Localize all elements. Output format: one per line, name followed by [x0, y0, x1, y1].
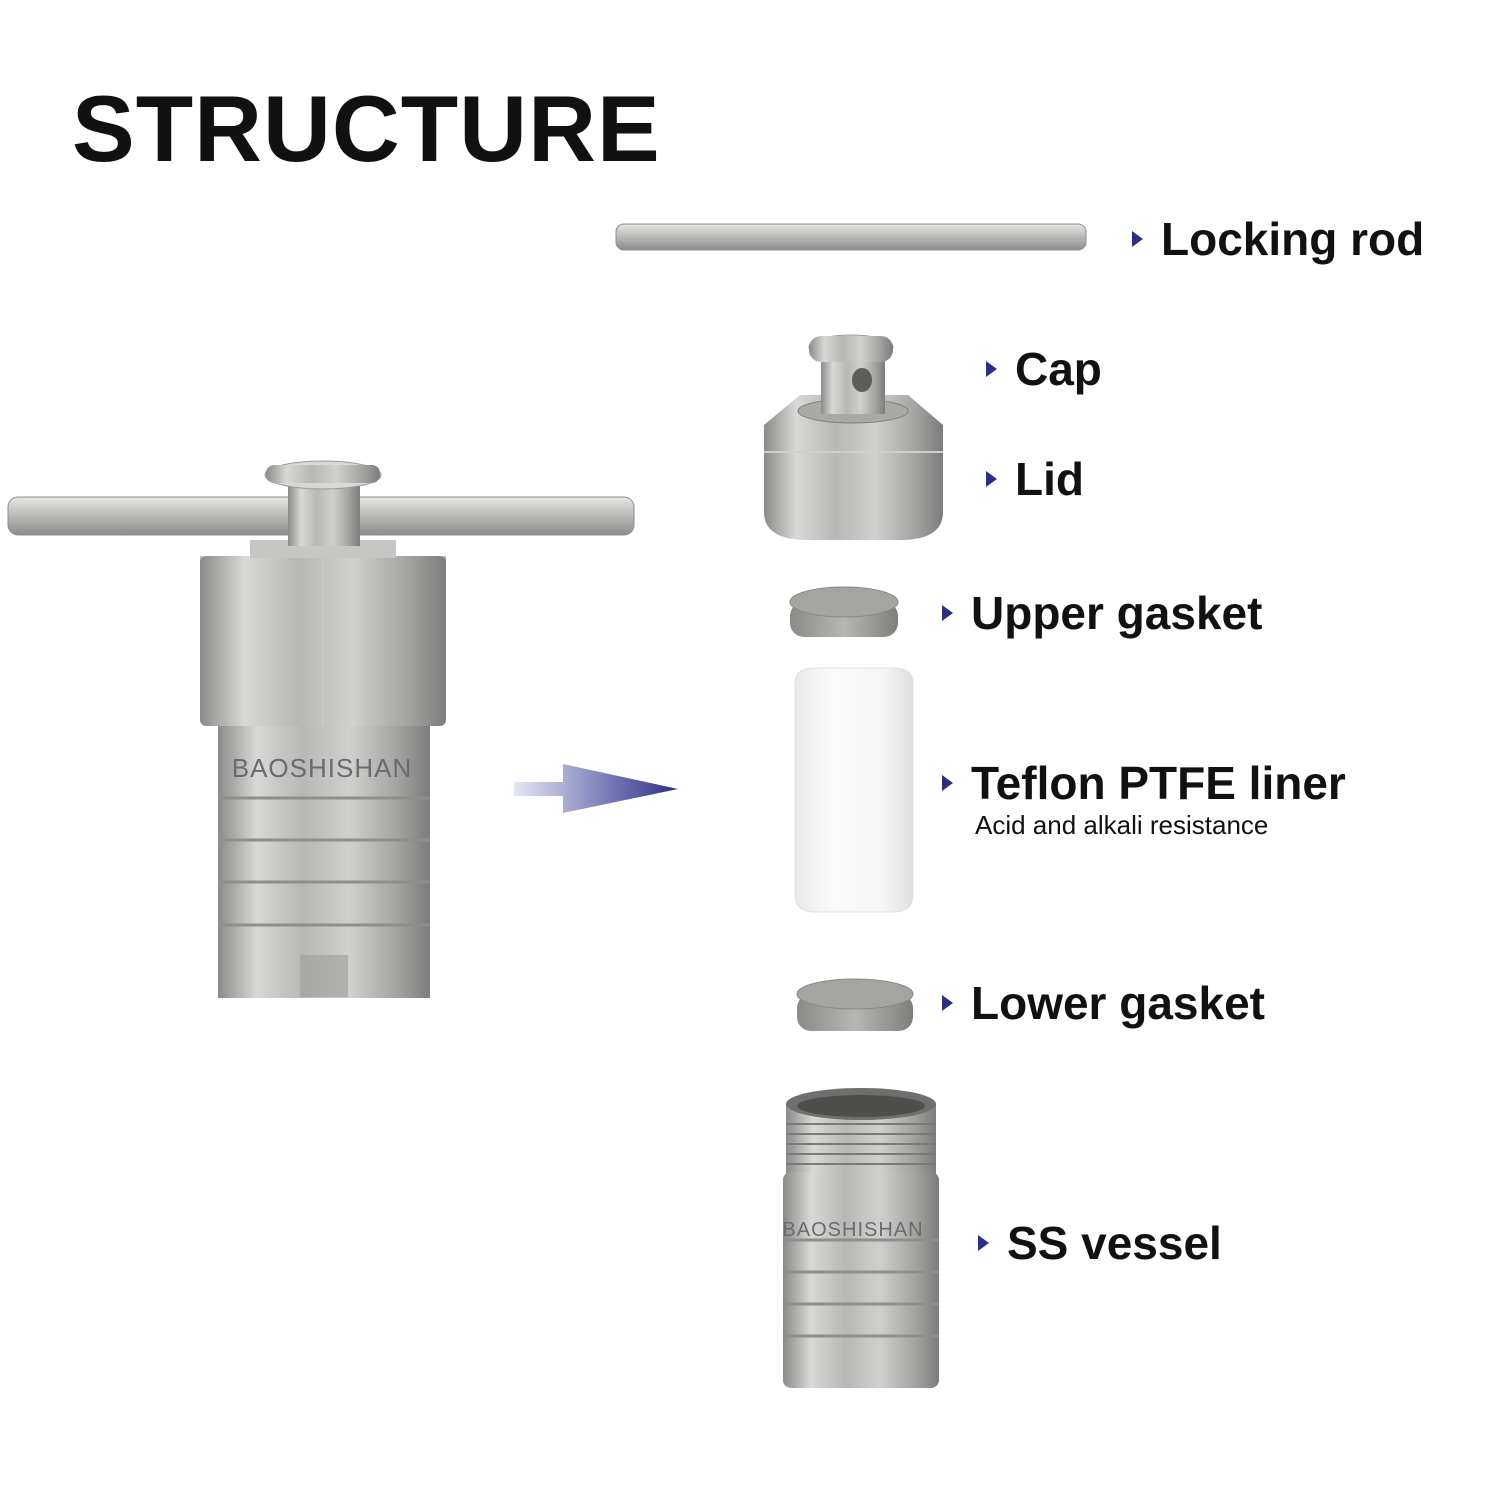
label-ptfe-liner: Teflon PTFE liner: [942, 756, 1346, 810]
triangle-right-icon: [942, 775, 953, 791]
triangle-right-icon: [942, 605, 953, 621]
label-ss-vessel: SS vessel: [978, 1216, 1222, 1270]
triangle-right-icon: [978, 1235, 989, 1251]
part-ss-vessel: BAOSHISHAN: [782, 1088, 939, 1388]
triangle-right-icon: [1132, 231, 1143, 247]
label-upper-gasket: Upper gasket: [942, 586, 1262, 640]
part-cap-lid: [764, 334, 943, 540]
label-lower-gasket: Lower gasket: [942, 976, 1265, 1030]
arrow-right-icon: [514, 764, 678, 813]
assembled-reactor: BAOSHISHAN: [7, 460, 635, 998]
brand-label: BAOSHISHAN: [232, 753, 413, 783]
label-locking-rod: Locking rod: [1132, 212, 1424, 266]
triangle-right-icon: [986, 361, 997, 377]
triangle-right-icon: [942, 995, 953, 1011]
part-lower-gasket: [796, 978, 914, 1031]
label-cap: Cap: [986, 342, 1102, 396]
part-locking-rod: [615, 223, 1087, 251]
part-ptfe-liner: [794, 667, 914, 913]
label-lid: Lid: [986, 452, 1084, 506]
label-liner-note: Acid and alkali resistance: [975, 810, 1269, 840]
brand-label-vessel: BAOSHISHAN: [782, 1219, 923, 1241]
triangle-right-icon: [986, 471, 997, 487]
part-upper-gasket: [789, 586, 899, 637]
page-title: STRUCTURE: [72, 76, 661, 181]
